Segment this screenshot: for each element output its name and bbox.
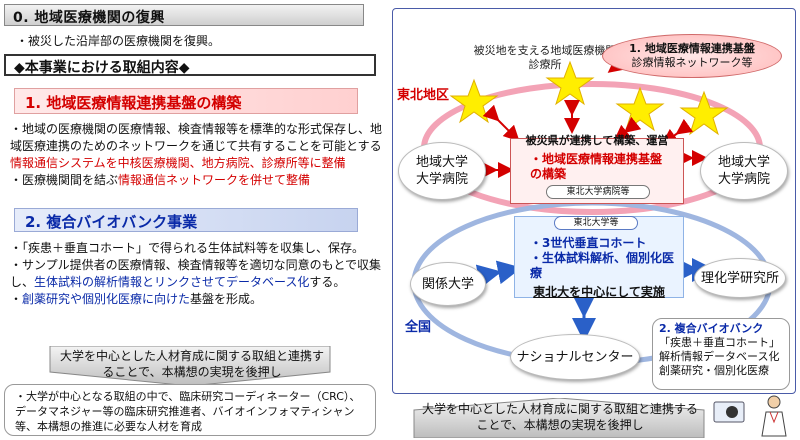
left-arrow-text: 大学を中心とした人材育成に関する取組と連携することで、本構想の実現を後押し <box>60 349 325 379</box>
center-box-tag: 東北大学病院等 <box>546 185 650 199</box>
node-related-universities: 関係大学 <box>410 262 486 306</box>
region-tohoku-label: 東北地区 <box>397 88 450 103</box>
section2-para2-highlight: 生体試料の解析情報とリンクさせてデータベース化 <box>34 275 310 289</box>
center-box-heading: 被災県が連携して構築、運営 <box>525 134 669 147</box>
callout2-title: 2. 複合バイオバンク <box>659 322 764 335</box>
callout2-line1: 「疾患＋垂直コホート」 <box>659 336 780 349</box>
section2-para2-text: ・サンプル提供者の医療情報、検査情報等を適切な同意のもとで収集し、 <box>10 258 382 289</box>
section2-para3-end: 基盤を形成。 <box>190 292 263 306</box>
support-label: 被災地を支える地域医療機関 診療所 <box>470 44 620 72</box>
node-regional-university-right: 地域大学 大学病院 <box>700 142 788 200</box>
callout-biobank: 2. 複合バイオバンク 「疾患＋垂直コホート」 解析情報データベース化 創薬研究… <box>652 318 790 390</box>
main-heading: ◆本事業における取組内容◆ <box>4 54 376 76</box>
right-arrow-text: 大学を中心とした人材育成に関する取組と連携することで、本構想の実現を後押し <box>421 402 698 432</box>
people-illustration-icon <box>713 395 787 437</box>
section1-para1-text: ・地域の医療機関の医療情報、検査情報等を標準的な形式保存し、地域医療連携のための… <box>10 122 383 153</box>
blue-box-line1: ・3世代垂直コホート <box>530 236 647 250</box>
hr-development-box: ・大学が中心となる取組の中で、臨床研究コーディネーター（CRC）、データマネジャ… <box>4 384 376 436</box>
blue-box-body: ・3世代垂直コホート ・生体試料解析、個別化医療 <box>530 236 680 281</box>
center-box-body: ・地域医療情報連携基盤の構築 <box>530 152 663 181</box>
node-national-center: ナショナルセンター <box>510 334 640 380</box>
support-label-text: 被災地を支える地域医療機関 診療所 <box>473 44 617 71</box>
section2-para3-highlight: 創薬研究や個別化医療に向けた <box>22 292 191 306</box>
node-label: 関係大学 <box>421 276 474 292</box>
link-arrow <box>475 260 522 289</box>
node-label: ナショナルセンター <box>516 349 634 365</box>
callout1-title: 1. 地域医療情報連携基盤 <box>629 42 755 55</box>
callout-info-network: 1. 地域医療情報連携基盤 診療情報ネットワーク等 <box>602 34 782 78</box>
callout2-line2: 解析情報データベース化 <box>659 350 780 363</box>
section0-text: ・被災した沿岸部の医療機関を復興。 <box>16 34 221 48</box>
link-arrow <box>482 104 520 142</box>
star-icon <box>545 60 595 106</box>
section1-para2-text: ・医療機関間を結ぶ <box>10 173 119 187</box>
node-regional-university-left: 地域大学 大学病院 <box>398 142 486 200</box>
section1-title: 1. 地域医療情報連携基盤の構築 <box>14 88 358 114</box>
left-down-arrow-shape <box>49 346 331 386</box>
section2-title: 2. 複合バイオバンク事業 <box>14 208 358 232</box>
node-label: 地域大学 大学病院 <box>415 155 468 187</box>
right-up-arrow-shape <box>413 398 705 438</box>
link-arrow <box>613 116 642 141</box>
blue-box-footer: 東北大を中心にして実施 <box>533 285 665 299</box>
node-riken: 理化学研究所 <box>694 258 786 298</box>
node-label: 理化学研究所 <box>700 270 779 286</box>
section2-para2-end: する。 <box>309 275 346 289</box>
node-label: 地域大学 大学病院 <box>717 155 770 187</box>
star-icon <box>449 78 499 124</box>
diagram-frame <box>392 8 796 394</box>
section2-para1: ・「疾患＋垂直コホート」で得られる生体試料等を収集し、保存。 <box>10 241 365 255</box>
section0-title: 0. 地域医療機関の復興 <box>4 4 364 26</box>
section2-para3-bullet: ・ <box>10 292 23 306</box>
section1-body: ・地域の医療機関の医療情報、検査情報等を標準的な形式保存し、地域医療連携のための… <box>10 121 382 189</box>
star-icon <box>679 90 729 136</box>
callout1-sub: 診療情報ネットワーク等 <box>631 56 753 69</box>
blue-box-tag: 東北大学等 <box>554 216 638 230</box>
star-icon <box>615 86 665 132</box>
section2-body: ・「疾患＋垂直コホート」で得られる生体試料等を収集し、保存。 ・サンプル提供者の… <box>10 240 382 308</box>
callout2-line3: 創薬研究・個別化医療 <box>659 364 769 377</box>
section1-para1-highlight: 情報通信システムを中核医療機関、地方病院、診療所等に整備 <box>10 156 346 170</box>
section1-para2-highlight: 情報通信ネットワークを併せて整備 <box>118 173 311 187</box>
region-national-label: 全国 <box>405 320 432 335</box>
blue-box-line2: ・生体試料解析、個別化医療 <box>530 251 675 280</box>
